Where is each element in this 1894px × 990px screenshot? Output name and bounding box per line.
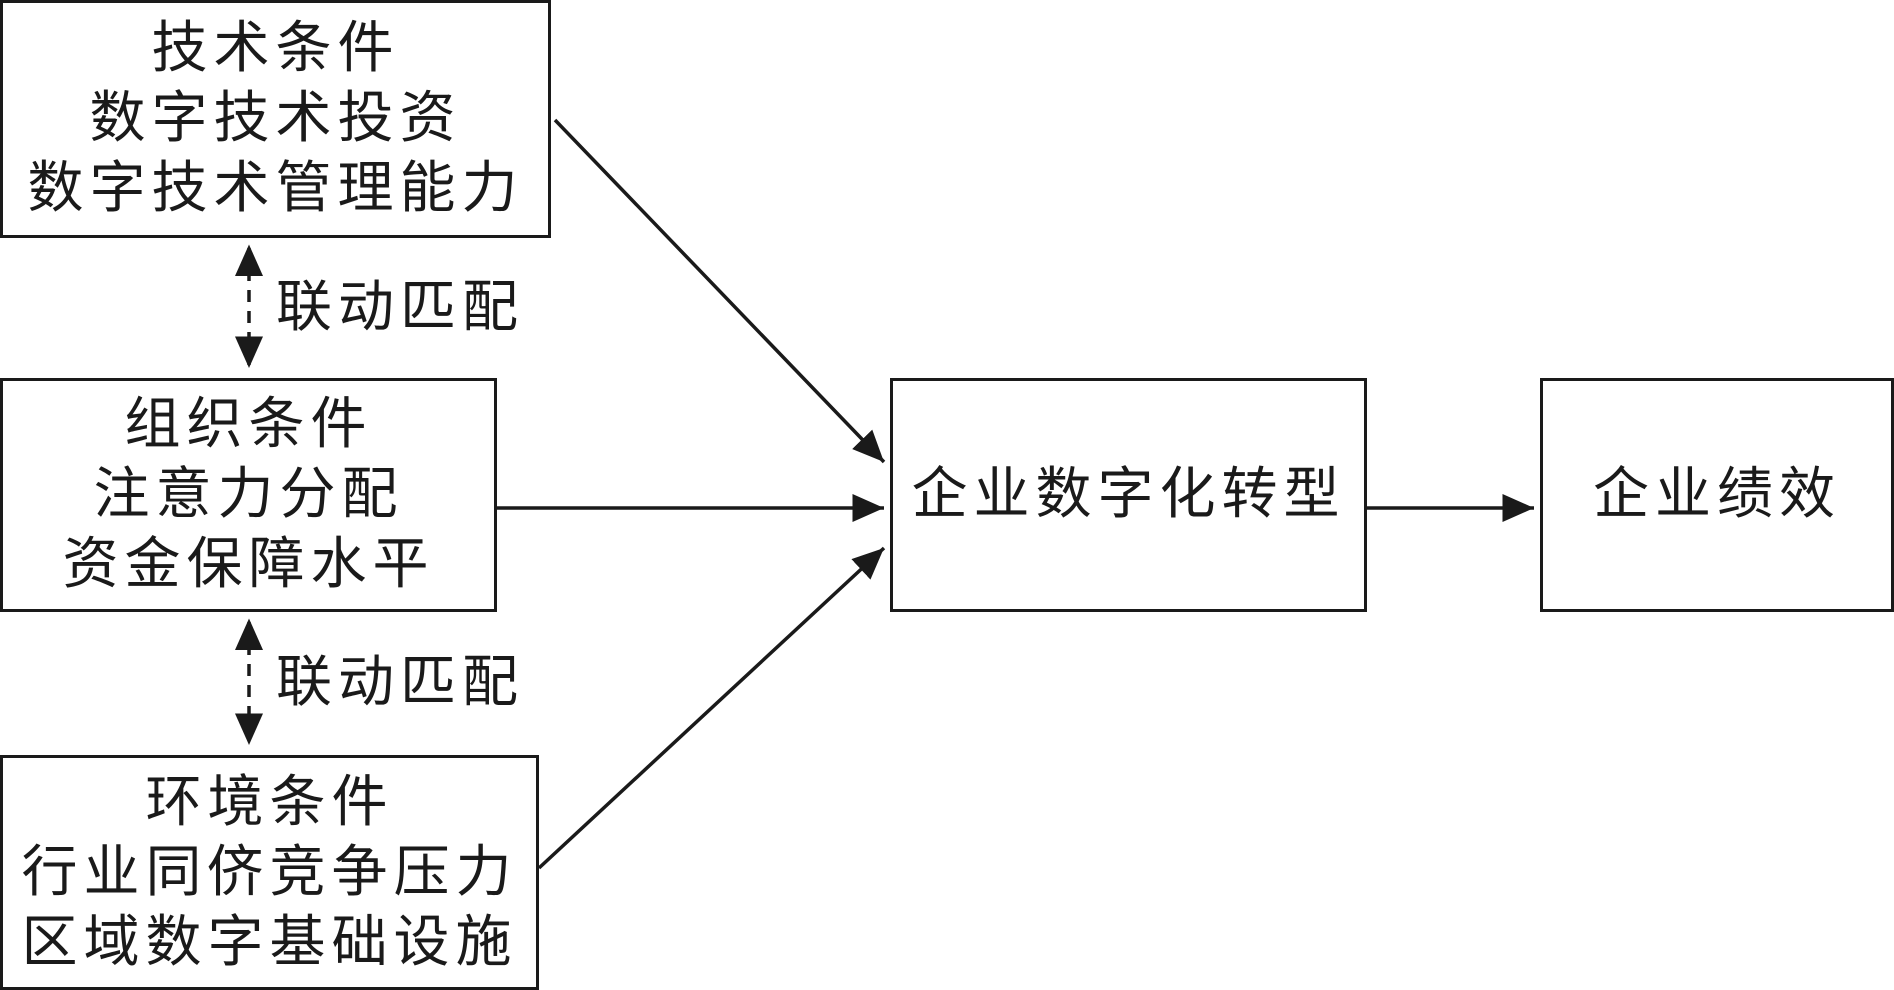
- performance-label: 企业绩效: [1593, 462, 1841, 527]
- link-label-tech-org: 联动匹配: [276, 275, 524, 340]
- technology-item: 数字技术投资: [89, 86, 462, 151]
- organization-title: 组织条件: [124, 392, 373, 457]
- transformation-label: 企业数字化转型: [911, 462, 1346, 527]
- digital-transformation-box: 企业数字化转型: [890, 378, 1367, 612]
- environment-item: 区域数字基础设施: [21, 909, 518, 975]
- organization-item: 资金保障水平: [62, 532, 435, 597]
- link-label-org-env: 联动匹配: [276, 650, 524, 715]
- environment-item: 行业同侪竞争压力: [21, 839, 518, 905]
- environment-condition-box: 环境条件 行业同侪竞争压力 区域数字基础设施: [0, 755, 539, 990]
- organization-item: 注意力分配: [93, 462, 404, 527]
- organization-condition-box: 组织条件 注意力分配 资金保障水平: [0, 378, 497, 612]
- technology-condition-box: 技术条件 数字技术投资 数字技术管理能力: [0, 0, 551, 238]
- enterprise-performance-box: 企业绩效: [1540, 378, 1894, 612]
- technology-item: 数字技术管理能力: [27, 156, 524, 221]
- arrow-tech-to-transformation: [553, 118, 886, 464]
- arrow-env-to-transformation: [537, 546, 886, 870]
- environment-title: 环境条件: [145, 769, 394, 835]
- technology-title: 技术条件: [151, 16, 400, 81]
